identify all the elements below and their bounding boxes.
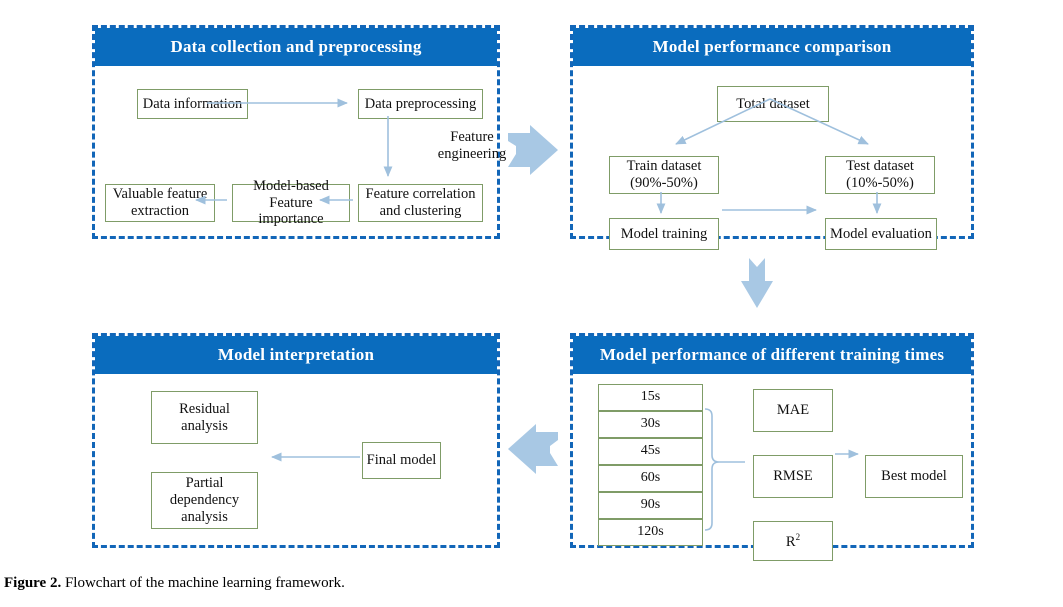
node-feature-correlation[interactable]: Feature correlation and clustering bbox=[358, 184, 483, 222]
panel-title-model-interpretation: Model interpretation bbox=[95, 336, 497, 374]
metric-box-rmse[interactable]: RMSE bbox=[753, 455, 833, 498]
node-residual-analysis[interactable]: Residual analysis bbox=[151, 391, 258, 444]
panel-body-data-collection: Data information Data preprocessing Feat… bbox=[95, 66, 506, 236]
panel-title-data-collection: Data collection and preprocessing bbox=[95, 28, 497, 66]
time-box-15s[interactable]: 15s bbox=[598, 384, 703, 411]
time-box-120s[interactable]: 120s bbox=[598, 519, 703, 546]
node-model-based-feature-importance[interactable]: Model-based Feature importance bbox=[232, 178, 350, 227]
node-data-information[interactable]: Data information bbox=[137, 89, 248, 119]
time-box-30s[interactable]: 30s bbox=[598, 411, 703, 438]
figure-caption-text: Flowchart of the machine learning framew… bbox=[64, 575, 345, 591]
node-total-dataset[interactable]: Total dataset bbox=[717, 86, 829, 122]
node-model-evaluation[interactable]: Model evaluation bbox=[825, 218, 937, 250]
node-final-model[interactable]: Final model bbox=[362, 442, 441, 479]
panel-body-model-interpretation: Residual analysis Partial dependency ana… bbox=[95, 374, 497, 545]
node-best-model[interactable]: Best model bbox=[865, 455, 963, 498]
panel-title-model-performance-comparison: Model performance comparison bbox=[573, 28, 971, 66]
node-train-dataset[interactable]: Train dataset (90%-50%) bbox=[609, 156, 719, 194]
node-valuable-feature-extraction[interactable]: Valuable feature extraction bbox=[105, 184, 215, 222]
node-partial-dependency-analysis[interactable]: Partial dependency analysis bbox=[151, 472, 258, 529]
metric-box-r-squared[interactable]: R2 bbox=[753, 521, 833, 561]
node-model-training[interactable]: Model training bbox=[609, 218, 719, 250]
block-arrow-panel4-to-panel3 bbox=[508, 424, 558, 474]
r-squared-text: R2 bbox=[785, 531, 801, 550]
panel-body-model-performance-comparison: Total dataset Train dataset (90%-50%) Te… bbox=[573, 66, 971, 250]
panel-body-training-times: 15s 30s 45s 60s 90s 120s MAE RMSE bbox=[573, 374, 971, 561]
panel-model-interpretation: Model interpretation Residual analysis P… bbox=[92, 333, 500, 548]
block-arrow-panel2-to-panel4 bbox=[741, 258, 773, 308]
time-box-90s[interactable]: 90s bbox=[598, 492, 703, 519]
time-box-45s[interactable]: 45s bbox=[598, 438, 703, 465]
panel-model-performance-comparison: Model performance comparison Total datas… bbox=[570, 25, 974, 250]
panel-data-collection: Data collection and preprocessing Data i… bbox=[92, 25, 506, 239]
figure-caption-label: Figure 2. bbox=[4, 575, 62, 591]
node-test-dataset[interactable]: Test dataset (10%-50%) bbox=[825, 156, 935, 194]
panel-training-times: Model performance of different training … bbox=[570, 333, 974, 561]
time-box-60s[interactable]: 60s bbox=[598, 465, 703, 492]
panel-title-training-times: Model performance of different training … bbox=[573, 336, 971, 374]
node-data-preprocessing[interactable]: Data preprocessing bbox=[358, 89, 483, 119]
metric-box-mae[interactable]: MAE bbox=[753, 389, 833, 432]
figure-caption: Figure 2. Flowchart of the machine learn… bbox=[4, 575, 345, 592]
edge-label-feature-engineering: Feature engineering bbox=[437, 129, 507, 162]
